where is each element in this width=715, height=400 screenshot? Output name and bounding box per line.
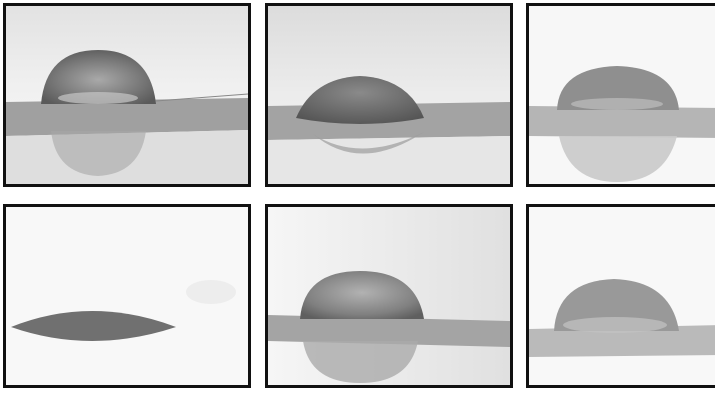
droplet-image-2 bbox=[265, 3, 513, 187]
droplet-photo bbox=[529, 6, 715, 184]
droplet-image-5 bbox=[265, 204, 513, 388]
droplet-image-6 bbox=[526, 204, 715, 388]
droplet-photo bbox=[6, 6, 248, 184]
droplet-image-1 bbox=[3, 3, 251, 187]
droplet-photo bbox=[268, 207, 510, 385]
droplet-photo bbox=[268, 6, 510, 184]
droplet-image-3 bbox=[526, 3, 715, 187]
droplet-photo bbox=[529, 207, 715, 385]
droplet-photo bbox=[6, 207, 248, 385]
droplet-image-4 bbox=[3, 204, 251, 388]
